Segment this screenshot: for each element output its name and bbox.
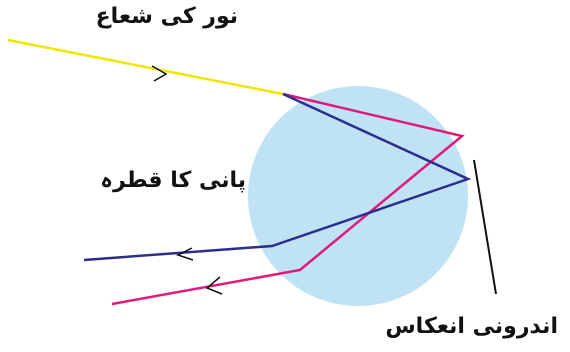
internal-reflection-pointer: [474, 160, 496, 294]
internal-reflection-label: اندرونی انعکاس: [398, 314, 558, 339]
incident-ray: [8, 40, 283, 94]
violet-ray-arrowhead: [178, 248, 193, 260]
ray-of-light-label: نور کی شعاع: [98, 4, 238, 29]
water-drop-label: پانی کا قطرہ: [106, 168, 246, 193]
